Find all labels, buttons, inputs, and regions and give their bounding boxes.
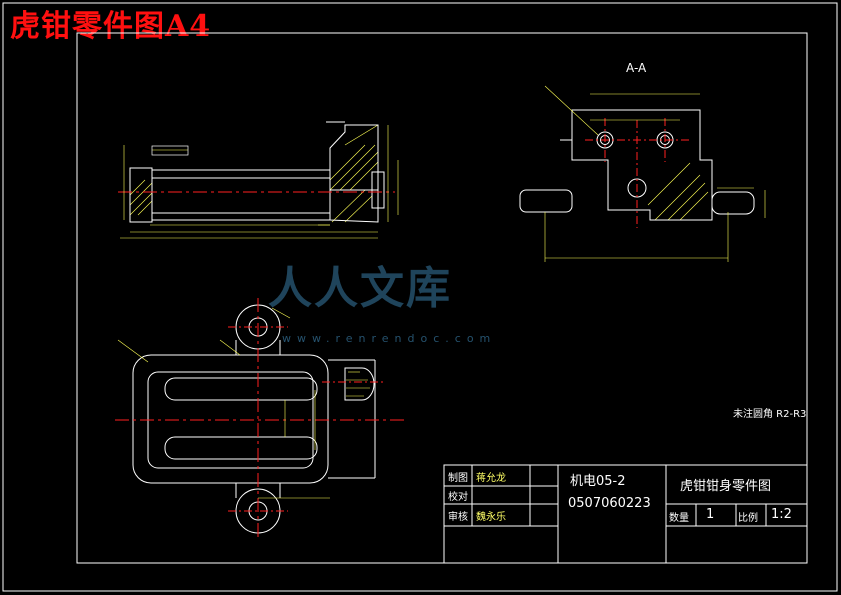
student-id: 0507060223 <box>568 496 651 511</box>
reviewer-name: 魏永乐 <box>476 512 506 523</box>
front-view <box>118 121 399 239</box>
title-block-frame <box>443 464 808 564</box>
inner-border <box>76 32 808 564</box>
fillet-note: 未注圆角 R2-R3 <box>733 409 807 420</box>
scale-value: 1:2 <box>771 507 792 522</box>
part-name: 虎钳钳身零件图 <box>680 479 772 494</box>
section-label: A-A <box>626 61 647 75</box>
watermark-url: www.renrendoc.com <box>282 332 497 345</box>
top-view <box>115 298 405 540</box>
drafter-name: 蒋允龙 <box>476 473 506 484</box>
qty-value: 1 <box>706 507 715 522</box>
page-title: 虎钳零件图A4 <box>10 9 212 44</box>
qty-label: 数量 <box>669 513 689 524</box>
watermark-logo-text: 人人文库 <box>268 263 452 314</box>
scale-label: 比例 <box>738 513 758 524</box>
class-label: 机电05-2 <box>570 474 626 489</box>
drafter-label: 制图 <box>448 473 468 484</box>
section-view <box>519 85 766 262</box>
reviewer-label: 审核 <box>448 512 468 523</box>
checker-label: 校对 <box>448 492 468 503</box>
